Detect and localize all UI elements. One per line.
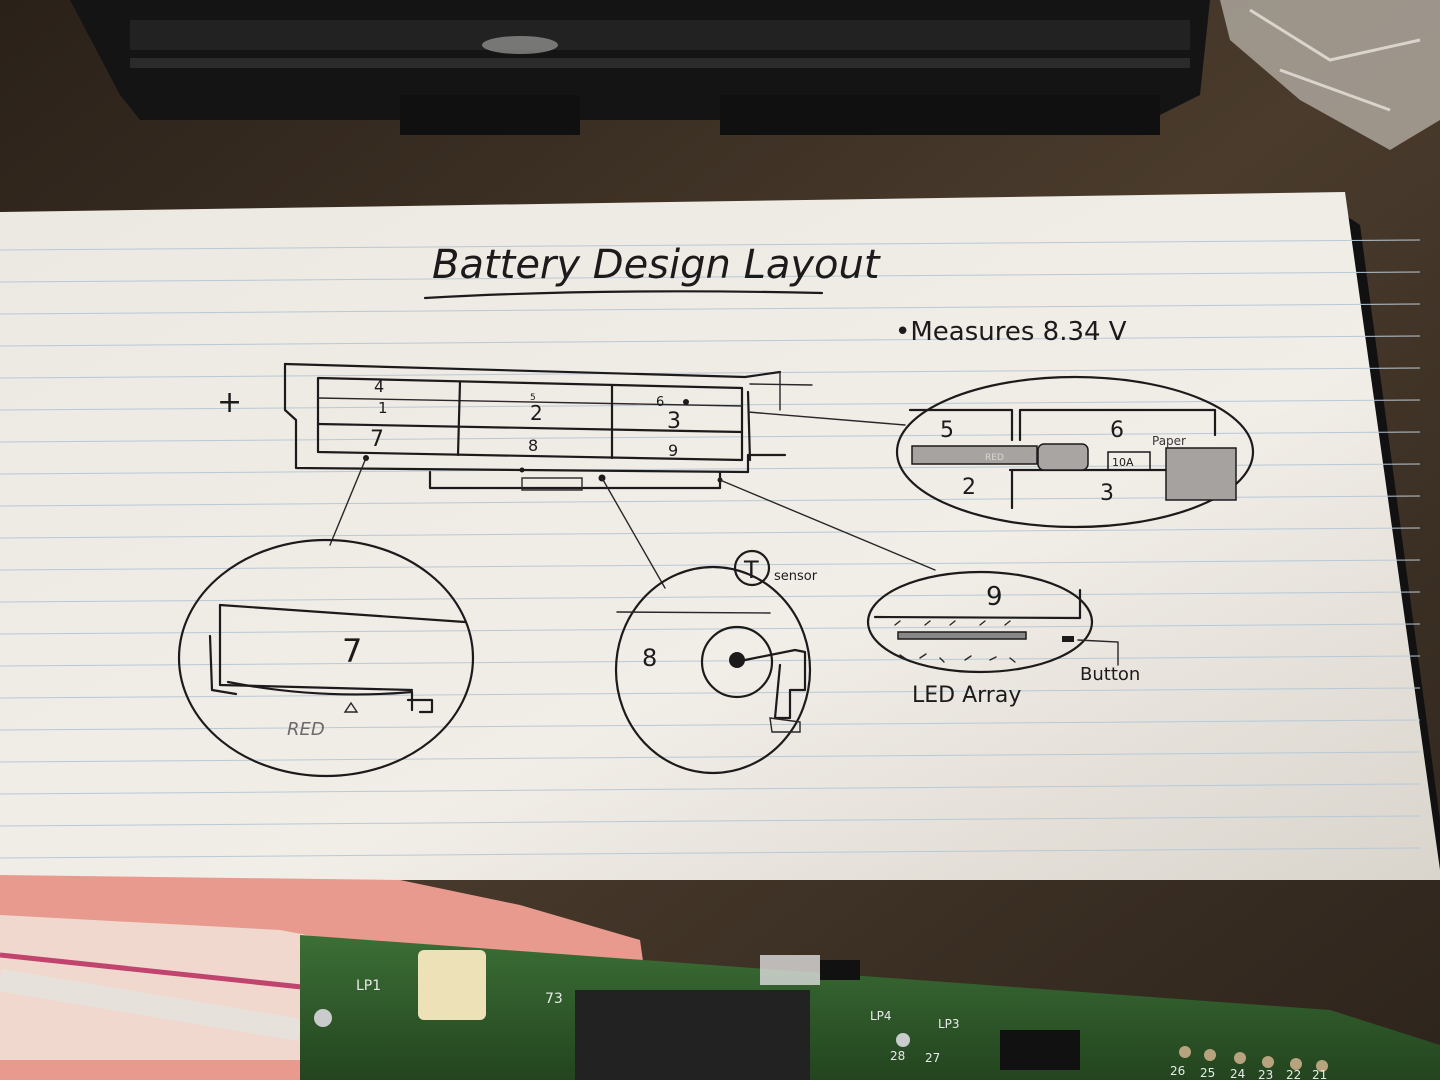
ruled-line — [0, 687, 1421, 699]
voltage-measurement: •Measures 8.34 V — [895, 317, 1127, 347]
pcb-21: 21 — [1312, 1068, 1327, 1080]
ruled-line — [0, 303, 1421, 315]
plastic-bag — [1220, 0, 1440, 150]
ruled-line — [0, 623, 1421, 635]
battery-pack-sketch: 4 1 2 3 6 5 7 8 9 — [283, 362, 813, 491]
pcb-lp1: LP1 — [356, 978, 381, 994]
red-note-label: RED — [287, 719, 325, 740]
ruled-line — [0, 559, 1421, 571]
led-array-label: LED Array — [912, 683, 1021, 708]
pcb-25: 25 — [1200, 1066, 1215, 1080]
ruled-line — [0, 815, 1421, 827]
ruled-line — [0, 591, 1421, 603]
detail-cell-6: 6 — [1110, 418, 1124, 443]
t-sensor-suffix: sensor — [774, 569, 818, 584]
pcb-27: 27 — [925, 1051, 940, 1065]
page-title: Battery Design Layout — [432, 242, 881, 288]
detail-7-label: 7 — [342, 632, 362, 670]
fuse-label: 10A — [1112, 456, 1134, 469]
ruled-line — [0, 719, 1421, 731]
pack-cell-5: 5 — [530, 393, 536, 403]
ruled-line — [0, 847, 1421, 859]
circuit-board: LP1 73 LP4 LP3 28 27 26 25 24 23 22 21 — [300, 935, 1440, 1080]
ruled-line — [0, 431, 1421, 443]
pcb-lp4: LP4 — [870, 1009, 892, 1023]
ruled-line — [0, 783, 1421, 795]
paper-sheet — [0, 192, 1440, 880]
pcb-lp3: LP3 — [938, 1017, 960, 1031]
pack-cell-4: 4 — [374, 377, 384, 396]
detail-cell-8: T sensor 8 — [614, 549, 818, 775]
laptop-battery — [70, 0, 1210, 135]
detail-cell-5: 5 — [940, 418, 954, 443]
pack-cell-2: 2 — [530, 401, 543, 425]
detail-cell-9: 9 LED Array Button — [866, 570, 1140, 708]
paper-label: Paper — [1152, 434, 1186, 448]
pcb-24: 24 — [1230, 1067, 1245, 1080]
button-label: Button — [1080, 664, 1140, 685]
title-group: Battery Design Layout — [423, 242, 881, 300]
pack-cell-8: 8 — [528, 436, 538, 455]
ruled-line — [0, 239, 1421, 251]
pack-cell-6: 6 — [656, 395, 664, 410]
t-sensor-tag: T — [743, 556, 759, 584]
pcb-28: 28 — [890, 1049, 905, 1063]
plus-terminal-label: + — [217, 385, 242, 420]
pcb-73: 73 — [545, 991, 563, 1007]
ruled-line — [0, 271, 1421, 283]
pack-cell-1: 1 — [378, 399, 388, 417]
ruled-line — [0, 335, 1421, 347]
detail-9-label: 9 — [986, 582, 1003, 612]
pcb-22: 22 — [1286, 1068, 1301, 1080]
detail-cell-2: 2 — [962, 475, 976, 500]
ruled-line — [0, 655, 1421, 667]
pcb-23: 23 — [1258, 1068, 1273, 1080]
ruled-line — [0, 527, 1421, 539]
pack-cell-3: 3 — [667, 409, 681, 434]
ruled-line — [0, 751, 1421, 763]
detail-cell-3: 3 — [1100, 481, 1114, 506]
detail-cell-7: 7 RED — [177, 538, 475, 778]
pack-cell-7: 7 — [370, 427, 384, 452]
detail-cells-5-6-2-3: 5 6 2 3 RED 10A Paper — [895, 375, 1255, 529]
ruled-line — [0, 367, 1421, 379]
pack-cell-9: 9 — [668, 441, 678, 460]
detail-8-label: 8 — [642, 644, 657, 672]
red-wire-label: RED — [985, 453, 1004, 463]
leader-lines — [329, 411, 936, 589]
ruled-lines — [0, 239, 1421, 859]
pcb-26: 26 — [1170, 1064, 1185, 1078]
